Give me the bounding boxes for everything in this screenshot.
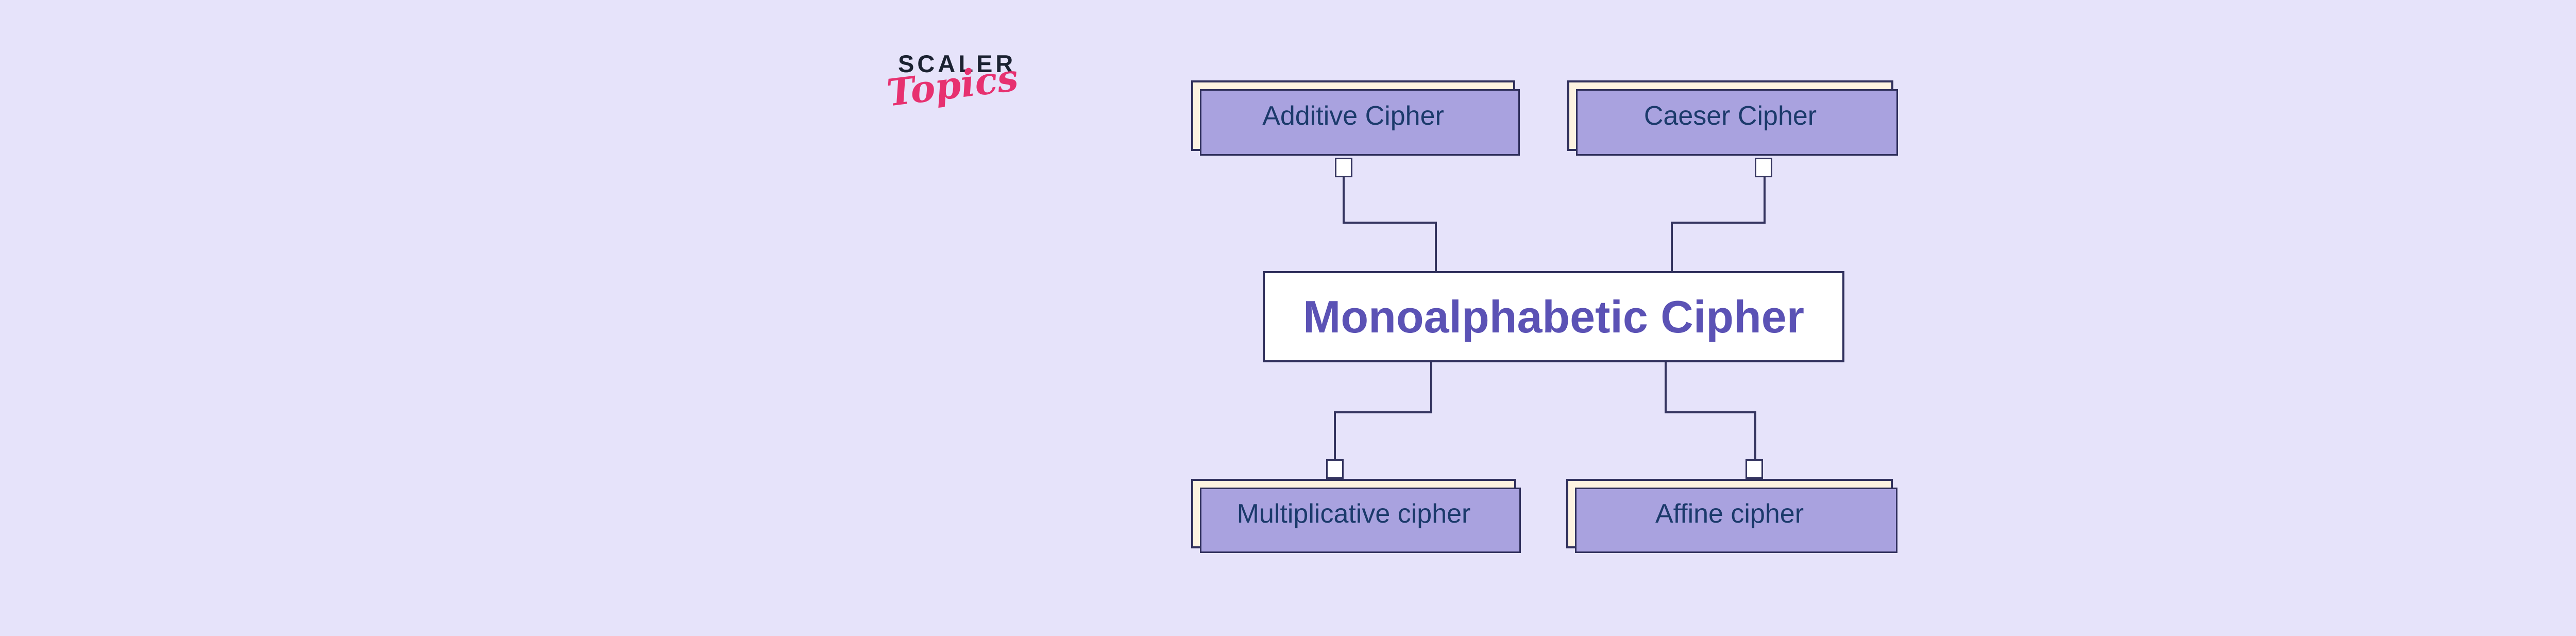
node-label: Additive Cipher <box>1262 101 1444 131</box>
connector-segment <box>1665 362 1667 413</box>
connector-port <box>1755 158 1772 177</box>
logo-brand-text: SCALER <box>898 50 1016 77</box>
connector-port <box>1745 459 1763 479</box>
connector-segment <box>1435 222 1437 271</box>
node-additive-cipher: Additive Cipher <box>1191 80 1520 156</box>
connector-segment <box>1343 222 1437 224</box>
connector-port <box>1326 459 1344 479</box>
connector-segment <box>1343 176 1345 223</box>
connector-segment <box>1334 411 1336 460</box>
node-label: Caeser Cipher <box>1643 101 1817 131</box>
root-node-label: Monoalphabetic Cipher <box>1303 291 1804 342</box>
node-multiplicative-cipher: Multiplicative cipher <box>1191 479 1521 553</box>
connector-segment <box>1671 222 1766 224</box>
node-label: Affine cipher <box>1655 498 1804 529</box>
scaler-topics-logo: SCALER Topics <box>876 49 1041 137</box>
connector-segment <box>1430 362 1432 413</box>
connector-port <box>1335 158 1352 177</box>
connector-segment <box>1665 411 1756 413</box>
connector-segment <box>1334 411 1432 413</box>
connector-segment <box>1764 176 1766 223</box>
node-monoalphabetic-cipher: Monoalphabetic Cipher <box>1263 271 1844 362</box>
node-affine-cipher: Affine cipher <box>1566 479 1897 553</box>
node-label: Multiplicative cipher <box>1236 498 1471 529</box>
connector-segment <box>1754 411 1756 460</box>
connector-segment <box>1671 222 1673 271</box>
node-caeser-cipher: Caeser Cipher <box>1567 80 1898 156</box>
